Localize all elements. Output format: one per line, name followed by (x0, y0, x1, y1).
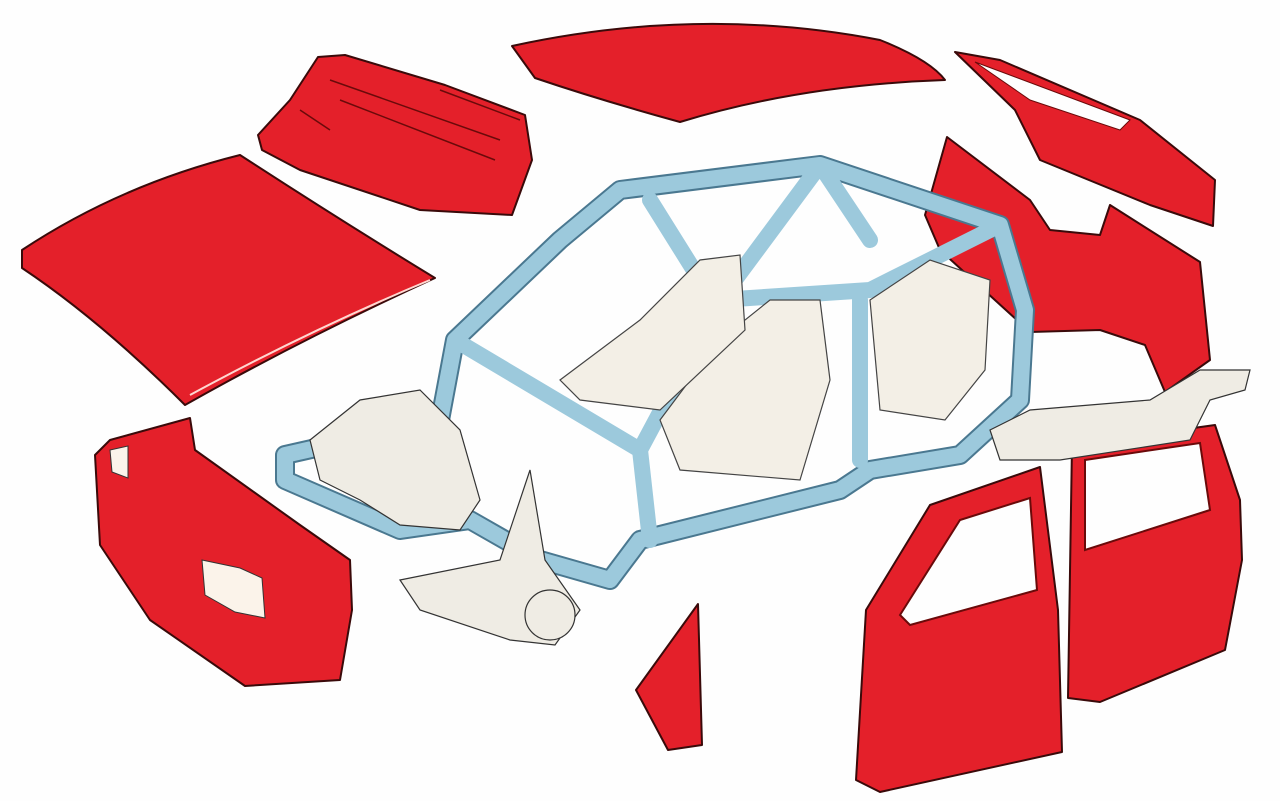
rear-quarter-section (924, 136, 1211, 393)
rear-door-window (1084, 441, 1212, 552)
roof-panel (511, 22, 946, 123)
brake-disc (524, 589, 576, 641)
rear-seat (869, 259, 991, 421)
rear-axle-and-exhaust (989, 369, 1251, 461)
front-bumper (94, 417, 353, 687)
front-fender (635, 603, 703, 751)
headlight (201, 559, 266, 619)
engine-and-suspension (309, 389, 481, 531)
tailgate-window-opening (974, 61, 1131, 131)
front-door-window (898, 496, 1039, 627)
hood-panel (21, 154, 436, 406)
hood-highlight (189, 279, 431, 396)
cowl-ribs (299, 79, 521, 161)
foglight (109, 445, 129, 479)
body-frame (275, 155, 1035, 590)
tailgate-panel (954, 51, 1216, 227)
passenger-seat (559, 254, 746, 411)
cowl-panel (257, 54, 533, 216)
